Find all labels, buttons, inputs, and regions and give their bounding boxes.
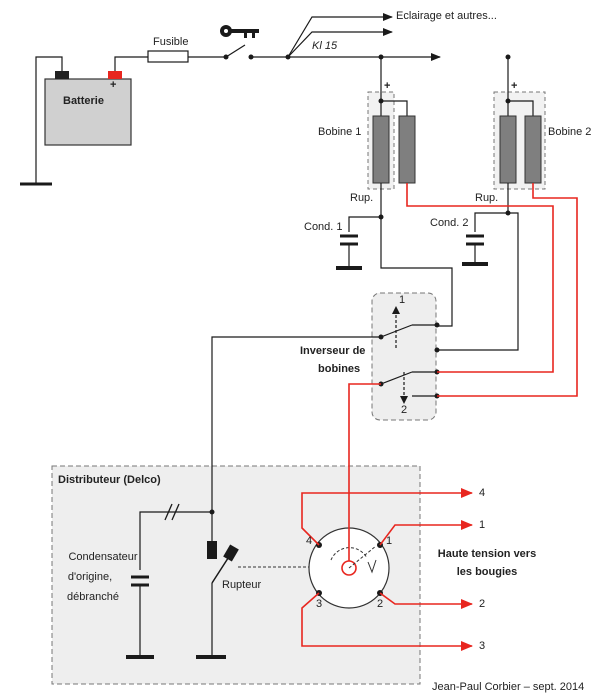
lighting-branch — [287, 13, 393, 58]
coil1 — [372, 115, 416, 184]
inverter-pos1-label: 1 — [399, 294, 406, 306]
inverter-label-line2: bobines — [318, 363, 361, 375]
ignition-key-icon — [220, 25, 259, 38]
coil2-label: Bobine 2 — [548, 126, 592, 138]
junction-rupteur — [209, 509, 215, 515]
low-voltage-wires — [348, 183, 519, 351]
kl15-label: Kl 15 — [312, 40, 338, 52]
junction-coil2 — [505, 54, 511, 60]
rup2-label: Rup. — [475, 192, 499, 204]
switch-contact-b — [248, 54, 254, 60]
hv-label-line1: Haute tension vers — [437, 548, 537, 560]
condenser-label-line3: débranché — [67, 591, 119, 603]
capacitor-1 — [336, 234, 362, 270]
rupteur-feed-wire — [139, 336, 381, 570]
capacitor-2 — [462, 234, 488, 266]
rupteur-contact — [196, 541, 239, 659]
lighting-label: Eclairage et autres... — [396, 10, 497, 22]
inverter-switch — [380, 312, 437, 398]
rupteur-label: Rupteur — [222, 579, 262, 591]
condenser-label-line1: Condensateur — [68, 551, 138, 563]
distributor-cap — [308, 527, 390, 609]
output-2-label: 2 — [479, 598, 486, 610]
output-3-label: 3 — [479, 640, 486, 652]
credit-text: Jean-Paul Corbier – sept. 2014 — [432, 681, 585, 693]
dist-terminal-3: 3 — [316, 598, 323, 610]
disconnect-mark — [164, 503, 180, 521]
battery-label: Batterie — [63, 95, 104, 107]
cond1-label: Cond. 1 — [304, 221, 343, 233]
output-4-label: 4 — [479, 487, 486, 499]
coil2 — [499, 115, 542, 184]
switch-contact-a — [223, 54, 229, 60]
capacitor-original — [126, 575, 154, 659]
fuse-label: Fusible — [153, 36, 189, 48]
junction-coil2-plus — [505, 98, 511, 104]
cond2-label: Cond. 2 — [430, 217, 469, 229]
battery-ground — [20, 56, 63, 186]
battery — [44, 71, 132, 146]
junction-rup2 — [505, 210, 511, 216]
junction-coil1 — [378, 54, 384, 60]
hv-label-line2: les bougies — [456, 566, 518, 578]
dist-terminal-1: 1 — [386, 535, 393, 547]
condenser-label-line2: d'origine, — [67, 571, 113, 583]
high-tension-wires — [301, 183, 578, 651]
coil1-plus-label: + — [384, 80, 391, 92]
junction-lighting — [285, 54, 291, 60]
junction-coil1-plus — [378, 98, 384, 104]
battery-plus-label: + — [110, 79, 117, 91]
distributor-title: Distributeur (Delco) — [58, 474, 161, 486]
inverter-label-line1: Inverseur de — [300, 345, 366, 357]
dist-terminal-4: 4 — [306, 535, 313, 547]
main-supply-wire — [114, 44, 441, 71]
coil1-label: Bobine 1 — [318, 126, 362, 138]
rup1-label: Rup. — [350, 192, 374, 204]
junction-rup1 — [378, 214, 384, 220]
coil-supply-wires — [380, 57, 534, 116]
dist-terminal-2: 2 — [377, 598, 384, 610]
coil2-plus-label: + — [511, 80, 518, 92]
output-1-label: 1 — [479, 519, 486, 531]
inverter-pos2-label: 2 — [401, 404, 408, 416]
inverter-arrow-up — [392, 306, 400, 314]
inverter-arrow-down — [400, 396, 408, 404]
